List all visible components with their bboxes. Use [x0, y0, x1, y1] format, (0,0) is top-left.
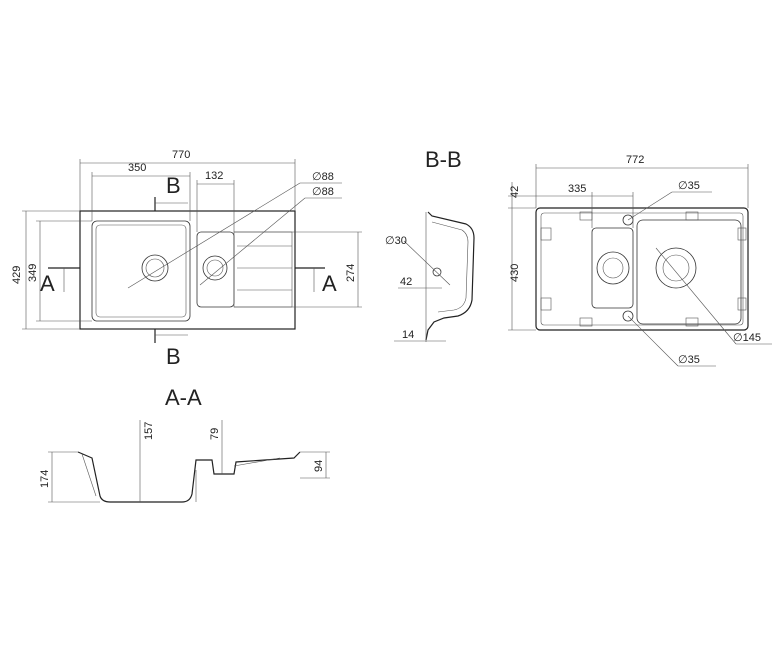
section-bb-view: B-B ∅30 42 14: [385, 147, 475, 342]
section-aa-height-total: 174: [39, 470, 51, 488]
bottom-depth: 430: [509, 264, 521, 282]
bottom-dia-top: ∅35: [678, 180, 700, 192]
section-mark-b-top: B: [166, 173, 181, 198]
top-width: 770: [172, 149, 190, 161]
top-bowl-depth: 349: [27, 264, 39, 282]
top-drain-depth: 274: [345, 264, 357, 282]
top-view: 770 350 132 429 349 274 ∅88 ∅88: [11, 149, 362, 369]
section-mark-a-left: A: [40, 271, 55, 296]
bottom-width: 772: [626, 154, 644, 166]
bottom-bowl-width: 335: [568, 183, 586, 195]
top-drain-dia-2: ∅88: [312, 186, 334, 198]
section-mark-a-right: A: [322, 271, 337, 296]
top-drain-dia-1: ∅88: [312, 171, 334, 183]
section-aa-title: A-A: [165, 385, 202, 410]
top-depth: 429: [11, 266, 23, 284]
section-bb-rim: 14: [402, 329, 414, 341]
bottom-dia-large: ∅145: [733, 332, 761, 344]
section-mark-b-bottom: B: [166, 344, 181, 369]
top-bowl-width: 350: [128, 162, 146, 174]
bottom-view: 772 335 42 430 ∅35 ∅35 ∅145: [508, 154, 772, 367]
section-bb-dia: ∅30: [385, 235, 407, 247]
section-aa-depth-main: 157: [143, 422, 155, 440]
top-small-bowl-width: 132: [205, 170, 223, 182]
section-aa-depth-small: 79: [209, 428, 221, 440]
section-aa-height-drainer: 94: [313, 460, 325, 472]
bottom-dia-bottom: ∅35: [678, 354, 700, 366]
section-bb-title: B-B: [425, 147, 462, 172]
bottom-offset: 42: [509, 186, 521, 198]
section-bb-offset: 42: [400, 276, 412, 288]
section-aa-view: A-A 157 79 174 94: [39, 385, 330, 503]
